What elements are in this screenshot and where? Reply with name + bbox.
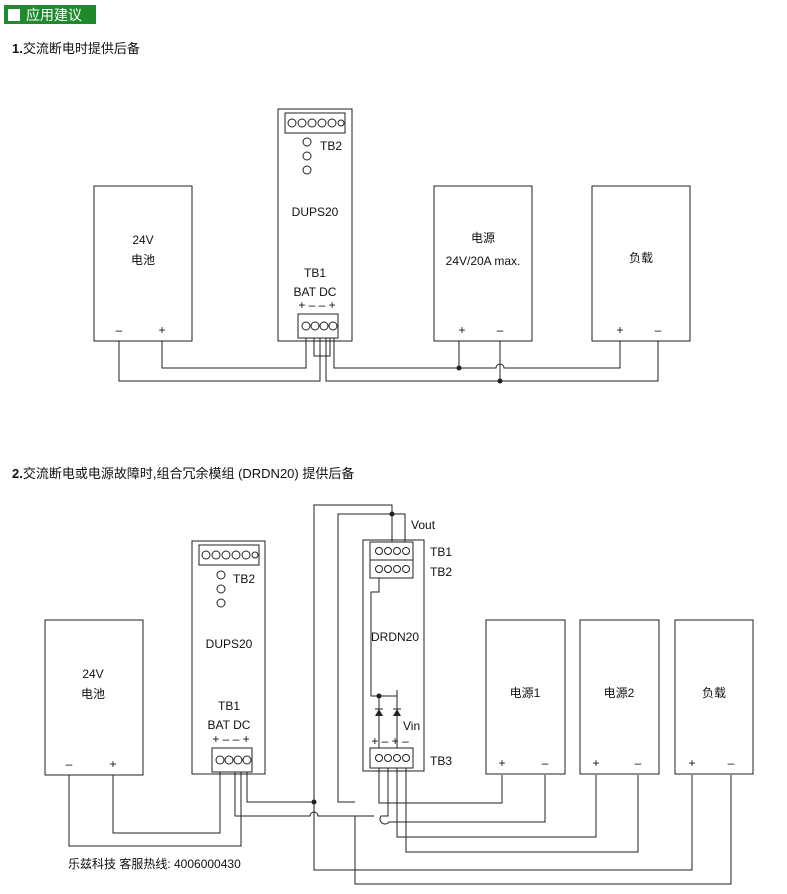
diode-1-icon: [375, 709, 383, 716]
s2-drdn-tb3-label: TB3: [430, 754, 452, 768]
s2-led-3: [216, 598, 226, 608]
s1-dups-box: [277, 108, 353, 342]
s2-dups-polarity: + – – +: [212, 732, 249, 746]
s1-dups-tb1-screws: [301, 321, 338, 331]
s2-dups-tb1-label: TB1: [218, 699, 240, 713]
s2-dups-name: DUPS20: [206, 637, 253, 651]
s2-led-1: [216, 570, 226, 580]
s2-drdn-internal-wiring: [370, 578, 401, 748]
s2-wires: [68, 504, 732, 885]
square-icon: [8, 8, 20, 21]
s2-psu1-box: [485, 619, 566, 775]
s1-led-2: [302, 151, 312, 161]
s2-drdn-top-screws: [375, 547, 410, 573]
section2-title-text: 交流断电或电源故障时,组合冗余模组 (DRDN20) 提供后备: [22, 466, 355, 481]
s2-drdn-tb2-label: TB2: [430, 565, 452, 579]
s1-led-1: [302, 137, 312, 147]
section1-title-text: 交流断电时提供后备: [22, 41, 140, 56]
s1-dups-tb2-label: TB2: [320, 139, 342, 153]
section-header-title: 应用建议: [26, 6, 82, 23]
s2-battery-name: 电池: [81, 687, 105, 701]
s1-dups-polarity: + – – +: [298, 298, 335, 312]
s1-psu-minus: –: [497, 323, 504, 337]
s1-battery-plus: +: [158, 323, 165, 337]
s2-load-plus: +: [688, 756, 695, 770]
section1-title: 1.交流断电时提供后备: [12, 38, 140, 57]
s1-load-minus: –: [655, 323, 662, 337]
s1-psu-plus: +: [458, 323, 465, 337]
s2-battery-plus: +: [109, 757, 116, 771]
s2-dups-box: [191, 540, 266, 775]
s1-battery-name: 电池: [131, 253, 155, 267]
s2-dups-tb2-screws: [201, 550, 259, 560]
s2-psu2-plus: +: [592, 756, 599, 770]
s2-drdn-vin: Vin: [403, 719, 420, 733]
s1-dups-name: DUPS20: [292, 205, 339, 219]
s2-dups-batdc-label: BAT DC: [208, 718, 251, 732]
s2-led-2: [216, 584, 226, 594]
s2-load-minus: –: [728, 756, 735, 770]
s1-wires: [118, 338, 659, 384]
s2-dups-tb2-label: TB2: [233, 572, 255, 586]
s2-drdn-vout: Vout: [411, 518, 436, 532]
s2-load-name: 负载: [702, 686, 726, 700]
section2-title: 2.交流断电或电源故障时,组合冗余模组 (DRDN20) 提供后备: [12, 463, 354, 482]
s2-drdn-polarity: + – + –: [371, 734, 409, 748]
section1-number: 1.: [12, 41, 23, 56]
s1-dups-tb1-label: TB1: [304, 266, 326, 280]
s1-load-name: 负载: [629, 251, 653, 265]
s2-psu2-box: [579, 619, 660, 775]
s2-drdn-tb3-screws: [375, 754, 410, 762]
footer-hotline: 乐兹科技 客服热线: 4006000430: [68, 857, 241, 871]
s1-dups-batdc-label: BAT DC: [294, 285, 337, 299]
s1-load-plus: +: [616, 323, 623, 337]
section-header: 应用建议: [4, 5, 96, 24]
s1-psu-spec: 24V/20A max.: [446, 254, 521, 268]
s1-load-box: [591, 185, 691, 342]
s1-battery-box: [93, 185, 193, 342]
s2-drdn-name: DRDN20: [371, 630, 419, 644]
s1-psu-box: [433, 185, 533, 342]
s2-psu2-name: 电源2: [604, 686, 635, 700]
s2-psu1-minus: –: [542, 756, 549, 770]
s2-load-box: [674, 619, 754, 775]
s1-dups-tb2-screws: [287, 118, 345, 128]
s1-psu-name: 电源: [471, 231, 495, 245]
s1-battery-minus: –: [116, 323, 123, 337]
s1-led-3: [302, 165, 312, 175]
s2-psu1-plus: +: [498, 756, 505, 770]
s2-psu1-name: 电源1: [510, 686, 541, 700]
s2-battery-voltage: 24V: [82, 667, 103, 681]
diode-2-icon: [393, 709, 401, 716]
s2-dups-tb1-screws: [215, 755, 252, 765]
s2-battery-minus: –: [66, 757, 73, 771]
s2-battery-box: [44, 619, 144, 776]
section2-number: 2.: [12, 466, 23, 481]
s1-battery-voltage: 24V: [132, 233, 153, 247]
s2-drdn-tb1-label: TB1: [430, 545, 452, 559]
s2-psu2-minus: –: [635, 756, 642, 770]
